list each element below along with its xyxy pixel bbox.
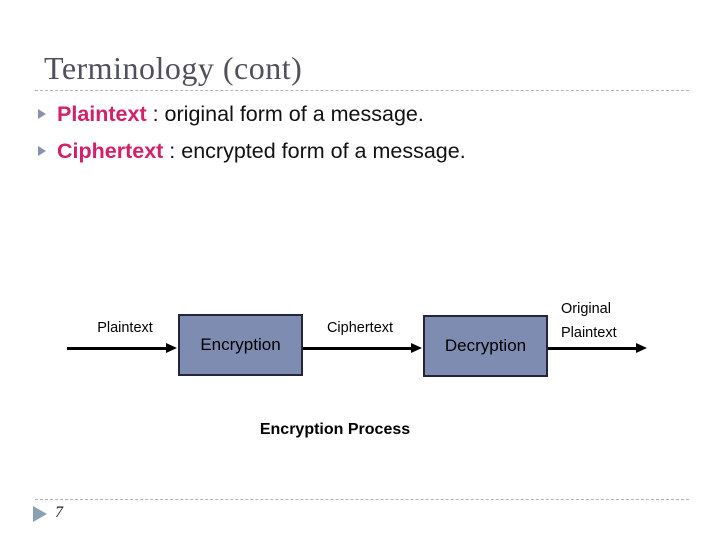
bullet-term: Ciphertext (57, 139, 164, 163)
title-divider (35, 90, 689, 91)
footer-divider (35, 499, 689, 500)
bullet-triangle-icon (38, 146, 46, 156)
bullet-definition: : original form of a message. (146, 102, 424, 126)
bullet-item-plaintext: Plaintext : original form of a message. (38, 102, 424, 127)
diagram-caption: Encryption Process (259, 421, 411, 438)
decryption-box: Decryption (423, 315, 548, 377)
bullet-term: Plaintext (57, 102, 147, 126)
slide-title: Terminology (cont) (44, 50, 303, 86)
arrow-input (67, 343, 177, 353)
bullet-definition: : encrypted form of a message. (163, 139, 466, 163)
arrow-output (548, 343, 647, 353)
original-plaintext-line2: Plaintext (561, 325, 617, 341)
arrow-ciphertext (303, 343, 422, 353)
bullet-item-ciphertext: Ciphertext : encrypted form of a message… (38, 139, 466, 164)
bullet-text: Ciphertext : encrypted form of a message… (57, 139, 466, 164)
original-plaintext-label: Original Plaintext (561, 297, 617, 345)
encryption-box: Encryption (178, 314, 303, 376)
plaintext-label: Plaintext (97, 320, 153, 336)
ciphertext-label: Ciphertext (326, 320, 394, 336)
bullet-triangle-icon (38, 109, 46, 119)
footer-triangle-icon (33, 506, 47, 522)
bullet-text: Plaintext : original form of a message. (57, 102, 424, 127)
original-plaintext-line1: Original (561, 301, 611, 317)
page-number: 7 (55, 504, 63, 521)
